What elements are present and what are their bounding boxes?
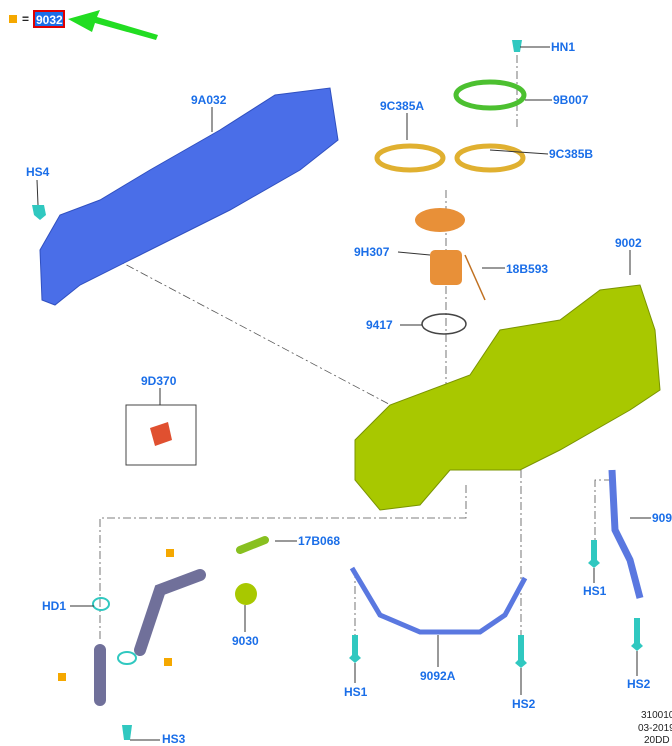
label-9002[interactable]: 9002 — [615, 236, 642, 250]
footer-line3: 20DD — [644, 735, 670, 746]
label-hs3[interactable]: HS3 — [162, 732, 186, 746]
footer-line2: 03-2019 — [638, 723, 672, 734]
legend-part-number[interactable]: 9032 — [36, 13, 63, 27]
fuel-pump-part — [430, 250, 462, 285]
label-9c385b[interactable]: 9C385B — [549, 147, 593, 161]
label-18b593[interactable]: 18B593 — [506, 262, 548, 276]
bolt-icon — [515, 635, 527, 668]
legend-equals: = — [22, 12, 29, 26]
label-hn1[interactable]: HN1 — [551, 40, 575, 54]
green-arrow-icon — [68, 10, 158, 40]
label-17b068[interactable]: 17B068 — [298, 534, 340, 548]
label-9h307[interactable]: 9H307 — [354, 245, 390, 259]
centerline — [69, 234, 401, 411]
label-hd1[interactable]: HD1 — [42, 599, 66, 613]
bolt-icon — [122, 725, 132, 740]
bolt-icon — [349, 635, 361, 663]
marker-9032 — [164, 658, 172, 666]
centerline — [99, 485, 467, 640]
o-ring-part — [421, 313, 467, 335]
lock-ring-part — [453, 79, 527, 111]
clamp-part — [117, 651, 137, 665]
fuel-pump-flange — [415, 208, 465, 232]
valve-part — [150, 422, 172, 446]
label-9092a[interactable]: 9092A — [420, 669, 456, 683]
heat-shield-part — [39, 87, 339, 306]
leader-lines — [36, 46, 651, 741]
label-hs1-right[interactable]: HS1 — [583, 584, 607, 598]
label-9d370[interactable]: 9D370 — [141, 374, 177, 388]
seal-ring-part — [374, 143, 446, 173]
bolt-icon — [631, 618, 643, 651]
label-9030[interactable]: 9030 — [232, 634, 259, 648]
label-9417[interactable]: 9417 — [366, 318, 393, 332]
fuel-tank-part — [354, 284, 661, 511]
sender-arm — [464, 254, 486, 301]
valve-box — [125, 404, 197, 466]
filler-pipe-part — [94, 569, 206, 706]
centerline — [354, 470, 612, 640]
label-909[interactable]: 909 — [652, 511, 672, 525]
hose-part — [236, 536, 269, 554]
label-hs2-right[interactable]: HS2 — [627, 677, 651, 691]
seal-ring-part — [454, 143, 526, 173]
bolt-icon — [588, 540, 600, 568]
label-9a032[interactable]: 9A032 — [191, 93, 227, 107]
legend-highlight-box — [33, 10, 65, 28]
legend-marker — [9, 15, 17, 23]
label-hs4[interactable]: HS4 — [26, 165, 50, 179]
strap-part — [349, 566, 528, 635]
marker-9032 — [58, 673, 66, 681]
marker-9032 — [166, 549, 174, 557]
label-hs2-mid[interactable]: HS2 — [512, 697, 536, 711]
footer-line1: 310010 — [641, 710, 672, 721]
strap-part — [608, 469, 644, 599]
label-hs1-mid[interactable]: HS1 — [344, 685, 368, 699]
bolt-icon — [512, 40, 522, 52]
label-9b007[interactable]: 9B007 — [553, 93, 589, 107]
cap-part — [235, 583, 257, 605]
clamp-part — [92, 597, 110, 611]
bolt-icon — [32, 205, 46, 220]
label-9c385a[interactable]: 9C385A — [380, 99, 424, 113]
